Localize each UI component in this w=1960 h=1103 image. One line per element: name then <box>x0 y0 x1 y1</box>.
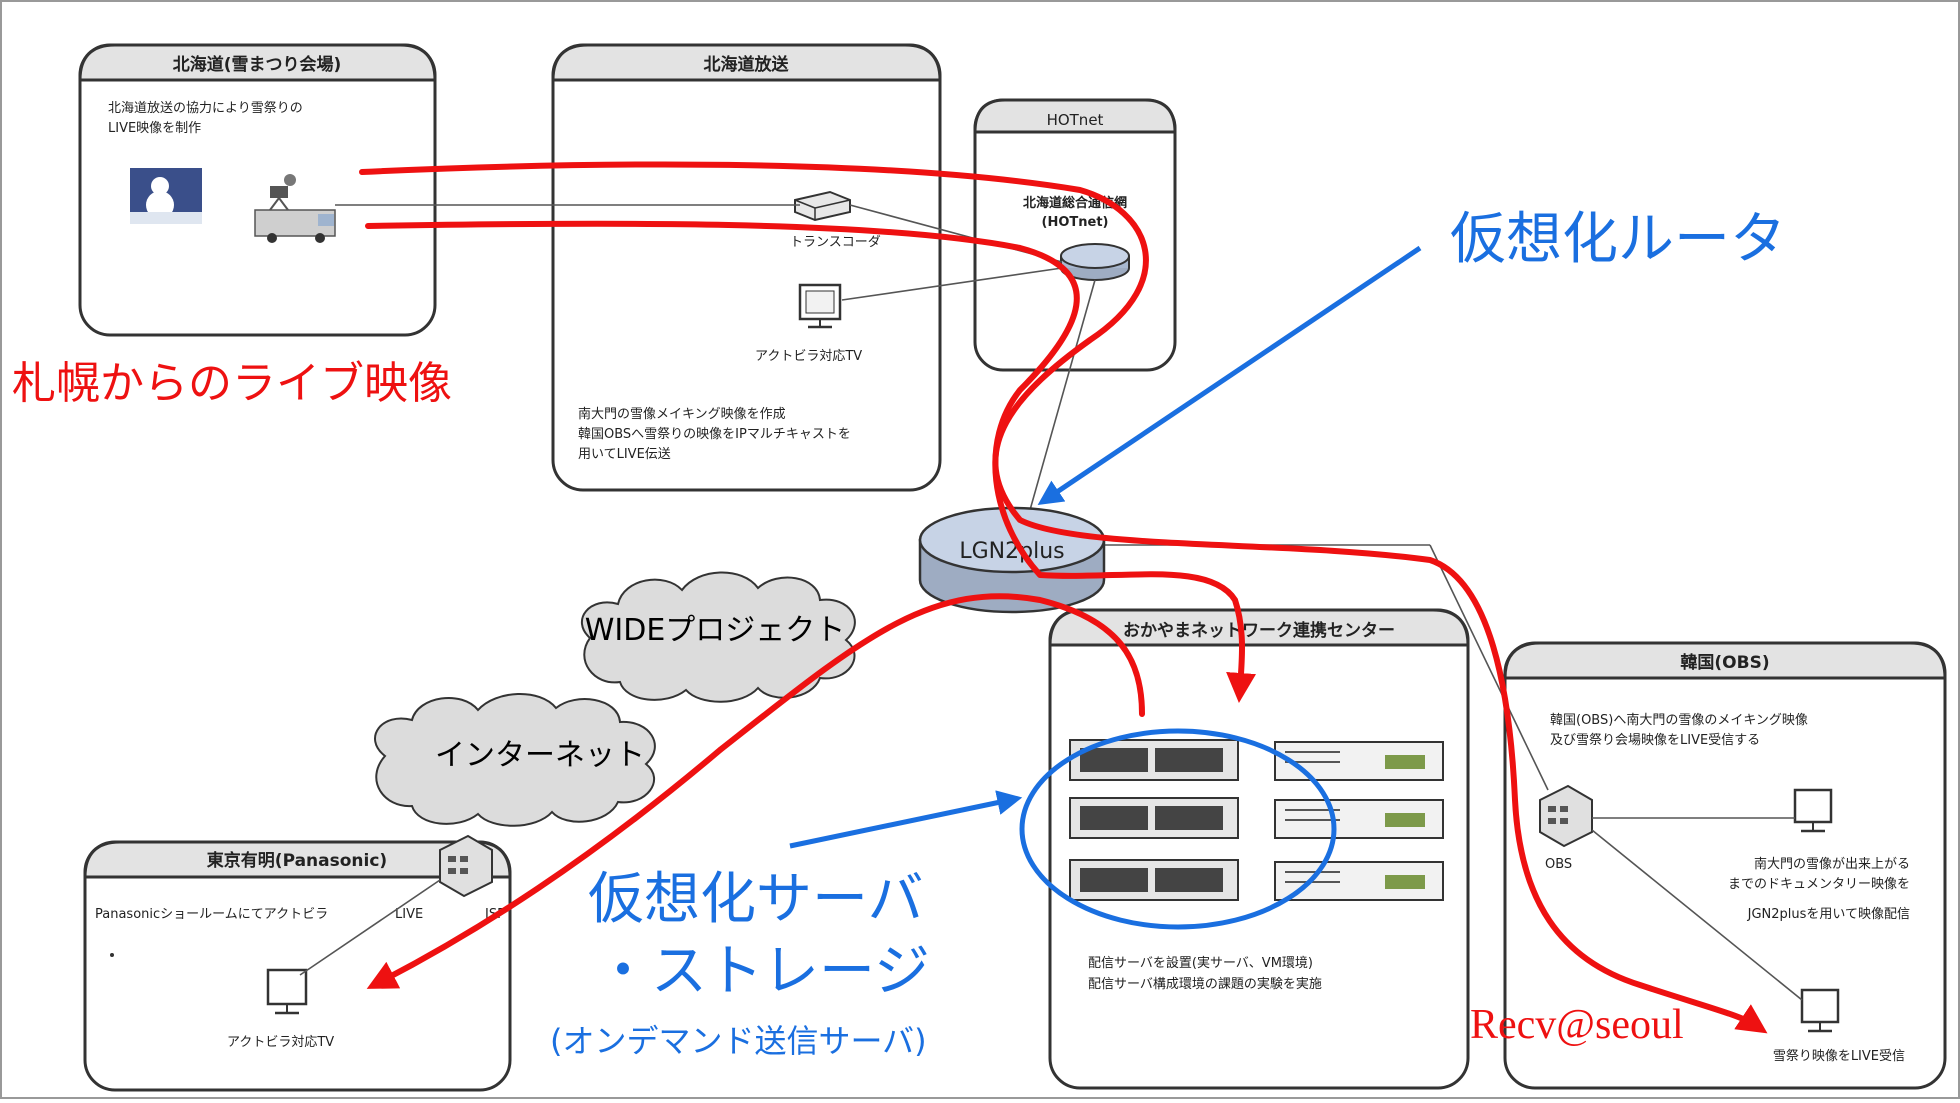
tokyo-tv-label: アクトビラ対応TV <box>227 1035 334 1050</box>
hbc-tv-icon <box>798 283 842 329</box>
virtual-server-highlight-ellipse <box>1019 728 1337 930</box>
storage-unit-icon <box>1274 741 1444 901</box>
site-hokkaido-event-desc-1: 北海道放送の協力により雪祭りの <box>108 101 303 116</box>
site-tokyo-title: 東京有明(Panasonic) <box>207 850 387 871</box>
site-hokkaido-event: 北海道(雪まつり会場) 北海道放送の協力により雪祭りの LIVE映像を制作 <box>78 43 437 337</box>
site-okayama-title: おかやまネットワーク連携センター <box>1123 620 1395 641</box>
obs-switch-icon <box>1539 784 1593 848</box>
live-video-flows <box>359 161 1768 1034</box>
virtual-server-annotation-1: 仮想化サーバ <box>588 867 923 932</box>
transcoder-label: トランスコーダ <box>790 235 881 250</box>
broadcast-van-icon <box>254 174 336 243</box>
site-korea-desc-1: 韓国(OBS)へ南大門の雪像のメイキング映像 <box>1550 712 1808 728</box>
korea-tv1-desc-3: JGN2plusを用いて映像配信 <box>1747 907 1910 922</box>
hotnet-router-icon <box>1060 243 1130 281</box>
virtual-server-annotation-2: ・ストレージ <box>595 939 930 1004</box>
korea-tv1-desc-1: 南大門の雪像が出来上がる <box>1754 856 1910 872</box>
isp-switch-icon <box>439 834 493 898</box>
virtual-router-annotation: 仮想化ルータ <box>1450 207 1786 272</box>
hotnet-node-label-2: (HOTnet) <box>1042 215 1109 230</box>
site-hbc-desc-2: 韓国OBSへ雪祭りの映像をIPマルチキャストを <box>578 427 851 442</box>
internet-cloud <box>374 693 656 827</box>
virtual-server-arrow <box>789 790 1023 849</box>
virtual-router-arrow <box>1037 245 1422 505</box>
site-tokyo-desc: Panasonicショールームにてアクトビラ <box>95 907 328 922</box>
site-hbc-desc-1: 南大門の雪像メイキング映像を作成 <box>578 406 786 422</box>
site-hokkaido-event-title: 北海道(雪まつり会場) <box>173 54 342 75</box>
site-korea-title: 韓国(OBS) <box>1680 652 1769 673</box>
site-hokkaido-event-desc-2: LIVE映像を制作 <box>108 121 201 136</box>
tokyo-tv-icon <box>266 968 308 1015</box>
site-tokyo: 東京有明(Panasonic) Panasonicショールームにてアクトビラ L… <box>83 834 512 1092</box>
korea-tv2-label: 雪祭り映像をLIVE受信 <box>1773 1049 1905 1064</box>
korea-tv1-icon <box>1793 788 1833 833</box>
recv-seoul-annotation: Recv@seoul <box>1470 1002 1684 1048</box>
site-korea-desc-2: 及び雪祭り会場映像をLIVE受信する <box>1550 733 1760 748</box>
site-hotnet-title: HOTnet <box>1047 111 1104 129</box>
korea-tv2-icon <box>1800 988 1840 1033</box>
virtual-server-annotation-3: (オンデマンド送信サーバ) <box>550 1022 927 1060</box>
site-okayama: おかやまネットワーク連携センター 配信 <box>1048 608 1470 1090</box>
server-rack-icon <box>1069 739 1239 901</box>
wide-project-label: WIDEプロジェクト <box>585 613 846 648</box>
site-hbc: 北海道放送 トランスコーダ アクトビラ対応TV 南大門の雪像メイキング映像を作成… <box>551 43 942 492</box>
site-okayama-desc-1: 配信サーバを設置(実サーバ、VM環境) <box>1088 955 1313 971</box>
hbc-tv-label: アクトビラ対応TV <box>755 349 862 364</box>
site-okayama-desc-2: 配信サーバ構成環境の課題の実験を実施 <box>1088 976 1322 992</box>
site-hbc-title: 北海道放送 <box>704 54 790 75</box>
site-hotnet: HOTnet 北海道総合通信網 (HOTnet) <box>973 98 1177 372</box>
internet-label: インターネット <box>435 738 645 773</box>
korea-tv1-desc-2: までのドキュメンタリー映像を <box>1728 877 1910 892</box>
lgn2plus-label: LGN2plus <box>959 539 1064 564</box>
wide-project-cloud <box>580 571 856 703</box>
snow-festival-photo-icon <box>130 168 202 224</box>
transcoder-icon <box>794 190 851 222</box>
sapporo-live-annotation: 札幌からのライブ映像 <box>12 358 452 409</box>
site-hbc-desc-3: 用いてLIVE伝送 <box>578 447 671 462</box>
obs-label: OBS <box>1545 857 1572 872</box>
site-tokyo-desc-tail: LIVE <box>395 907 423 922</box>
